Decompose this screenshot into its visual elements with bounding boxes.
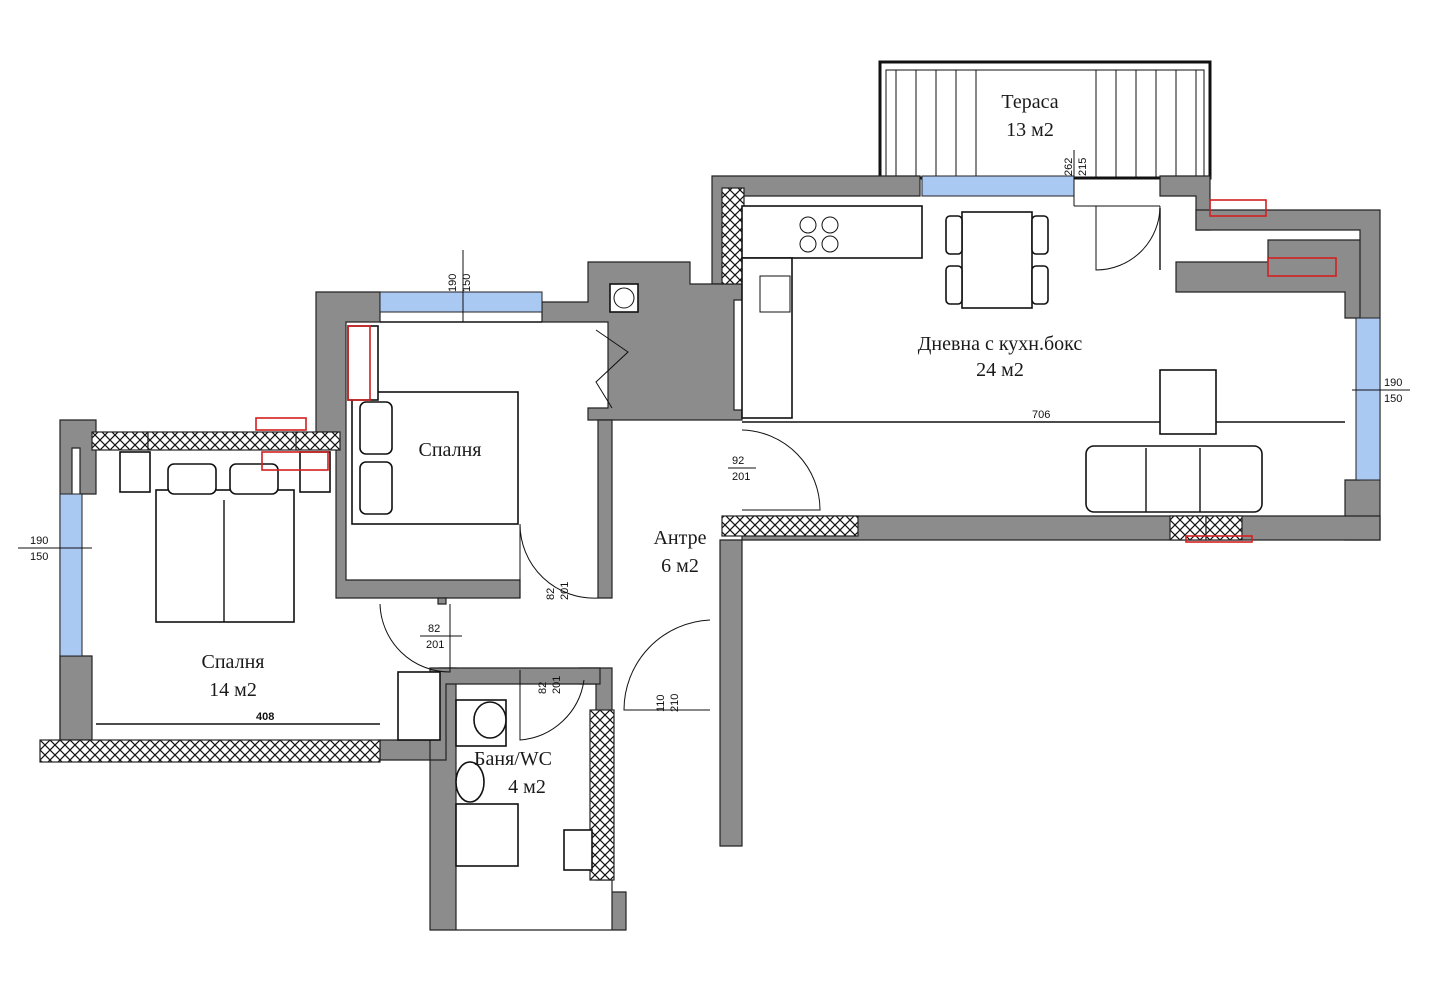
doors xyxy=(379,205,1161,741)
left-window-dimension: 190 150 xyxy=(30,535,48,563)
hall-name: Антре xyxy=(653,527,706,549)
terrace-door-dimension: 262 215 xyxy=(1063,158,1089,176)
svg-text:201: 201 xyxy=(559,582,571,600)
bath-area: 4 м2 xyxy=(508,776,546,798)
svg-text:150: 150 xyxy=(30,551,48,563)
sofa xyxy=(1085,445,1263,513)
washer xyxy=(563,829,593,871)
hall-area: 6 м2 xyxy=(661,555,699,577)
svg-text:110: 110 xyxy=(655,694,667,712)
furniture xyxy=(119,205,1263,871)
bedroom-window-dimension: 190 150 xyxy=(447,274,473,292)
bedroom-length: 408 xyxy=(256,711,274,723)
room-labels: Тераса 13 м2 Дневна с кухн.бокс 24 м2 Сп… xyxy=(202,91,1083,798)
big-bedroom-door-dimension: 82 201 xyxy=(426,623,444,651)
bedroom-large-area: 14 м2 xyxy=(209,679,257,701)
svg-text:190: 190 xyxy=(1384,377,1402,389)
bath-name: Баня/WC xyxy=(474,748,552,770)
bath-door-dimension: 82 201 xyxy=(537,676,563,694)
interior-lines xyxy=(96,205,1345,725)
terrace xyxy=(878,60,1212,180)
svg-text:82: 82 xyxy=(545,588,557,600)
entrance-door-dimension: 110 210 xyxy=(655,694,681,712)
living-length: 706 xyxy=(1032,409,1050,421)
svg-text:201: 201 xyxy=(426,639,444,651)
terrace-window xyxy=(921,175,1075,197)
dining-table xyxy=(961,211,1033,309)
kitchen-counter xyxy=(741,205,923,259)
svg-text:190: 190 xyxy=(30,535,48,547)
bedroom-small-name: Спалня xyxy=(419,439,482,461)
terrace-area: 13 м2 xyxy=(1006,119,1054,141)
svg-text:190: 190 xyxy=(447,274,459,292)
kitchen-door-dimension: 92 201 xyxy=(732,455,750,483)
svg-text:210: 210 xyxy=(669,694,681,712)
bedroom-large-name: Спалня xyxy=(202,651,265,673)
svg-text:150: 150 xyxy=(461,274,473,292)
svg-text:201: 201 xyxy=(732,471,750,483)
svg-text:150: 150 xyxy=(1384,393,1402,405)
tv-stand xyxy=(1159,369,1217,435)
radiators xyxy=(255,199,1337,543)
shower xyxy=(455,803,519,867)
living-window xyxy=(1355,317,1381,481)
bed xyxy=(155,489,295,623)
hatched-walls xyxy=(39,187,1243,881)
living-name: Дневна с кухн.бокс xyxy=(918,333,1083,355)
living-window-dimension: 190 150 xyxy=(1384,377,1402,405)
terrace-name: Тераса xyxy=(1001,91,1058,113)
dimension-labels: 262 215 190 150 190 150 190 150 706 408 … xyxy=(18,150,1410,723)
svg-text:82: 82 xyxy=(537,682,549,694)
left-window xyxy=(59,493,83,657)
svg-text:262: 262 xyxy=(1063,158,1075,176)
windows xyxy=(59,175,1381,657)
bedroom-door-dimension: 82 201 xyxy=(545,582,571,600)
bedroom-window xyxy=(379,291,543,313)
svg-text:215: 215 xyxy=(1077,158,1089,176)
svg-text:92: 92 xyxy=(732,455,744,467)
living-area: 24 м2 xyxy=(976,359,1024,381)
svg-text:82: 82 xyxy=(428,623,440,635)
svg-text:201: 201 xyxy=(551,676,563,694)
